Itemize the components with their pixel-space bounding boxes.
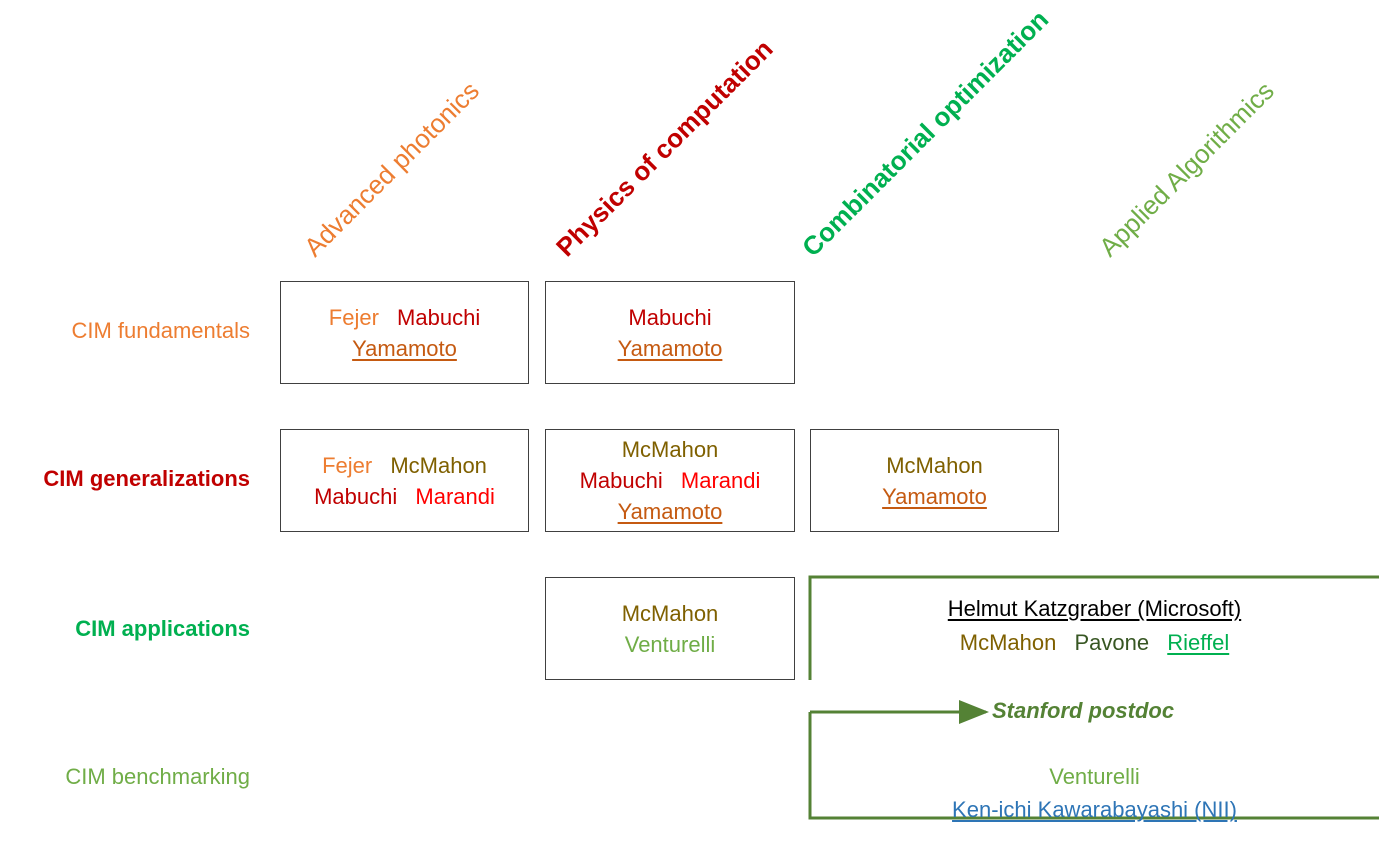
cell-fundamentals-physics: Mabuchi Yamamoto xyxy=(545,281,795,384)
name-marandi: Marandi xyxy=(415,483,495,509)
cell-generalizations-photonics: Fejer McMahon Mabuchi Marandi xyxy=(280,429,529,532)
name-mcmahon: McMahon xyxy=(390,452,487,478)
name-pavone: Pavone xyxy=(1074,630,1150,655)
row-label-cim-benchmarking: CIM benchmarking xyxy=(65,764,250,789)
name-mcmahon: McMahon xyxy=(621,600,719,626)
column-header-applied-algorithmics: Applied Algorithmics xyxy=(1093,75,1280,263)
name-mcmahon: McMahon xyxy=(621,437,719,462)
name-yamamoto: Yamamoto xyxy=(617,335,723,361)
group-names-line: McMahon Pavone Rieffel xyxy=(810,630,1379,656)
name-fejer: Fejer xyxy=(328,304,379,330)
cell-generalizations-combinatorial: McMahon Yamamoto xyxy=(810,429,1059,532)
name-yamamoto: Yamamoto xyxy=(352,335,457,361)
benchmark-kawarabayashi: Ken-ichi Kawarabayashi (NII) xyxy=(810,797,1379,823)
bracket-top xyxy=(808,575,1379,680)
column-header-physics-of-computation: Physics of computation xyxy=(550,33,779,263)
name-mabuchi: Mabuchi xyxy=(397,304,481,330)
row-label-cim-fundamentals: CIM fundamentals xyxy=(71,318,250,343)
row-label-cim-applications: CIM applications xyxy=(75,616,250,641)
name-fejer: Fejer xyxy=(322,452,373,478)
name-mabuchi: Mabuchi xyxy=(314,483,398,509)
name-katzgraber: Helmut Katzgraber (Microsoft) xyxy=(947,596,1242,621)
name-venturelli: Venturelli xyxy=(624,631,716,657)
name-yamamoto: Yamamoto xyxy=(882,483,987,509)
cell-fundamentals-photonics: Fejer Mabuchi Yamamoto xyxy=(280,281,529,384)
cell-generalizations-physics: McMahon Mabuchi Marandi Yamamoto xyxy=(545,429,795,532)
name-kawarabayashi: Ken-ichi Kawarabayashi (NII) xyxy=(952,797,1237,822)
katzgraber-line: Helmut Katzgraber (Microsoft) xyxy=(810,596,1379,622)
benchmark-venturelli: Venturelli xyxy=(810,764,1379,790)
stanford-postdoc-label: Stanford postdoc xyxy=(992,698,1175,723)
cell-applications-physics: McMahon Venturelli xyxy=(545,577,795,680)
name-rieffel: Rieffel xyxy=(1167,630,1230,655)
name-mcmahon: McMahon xyxy=(886,452,983,478)
name-mabuchi: Mabuchi xyxy=(579,468,663,493)
name-mcmahon: McMahon xyxy=(959,630,1057,655)
row-label-cim-generalizations: CIM generalizations xyxy=(43,466,250,491)
name-marandi: Marandi xyxy=(680,468,761,493)
name-mabuchi: Mabuchi xyxy=(628,304,712,330)
name-yamamoto: Yamamoto xyxy=(617,499,723,524)
column-header-combinatorial-optimization: Combinatorial optimization xyxy=(796,4,1055,263)
name-venturelli: Venturelli xyxy=(1049,764,1140,789)
column-header-advanced-photonics: Advanced photonics xyxy=(298,75,485,263)
